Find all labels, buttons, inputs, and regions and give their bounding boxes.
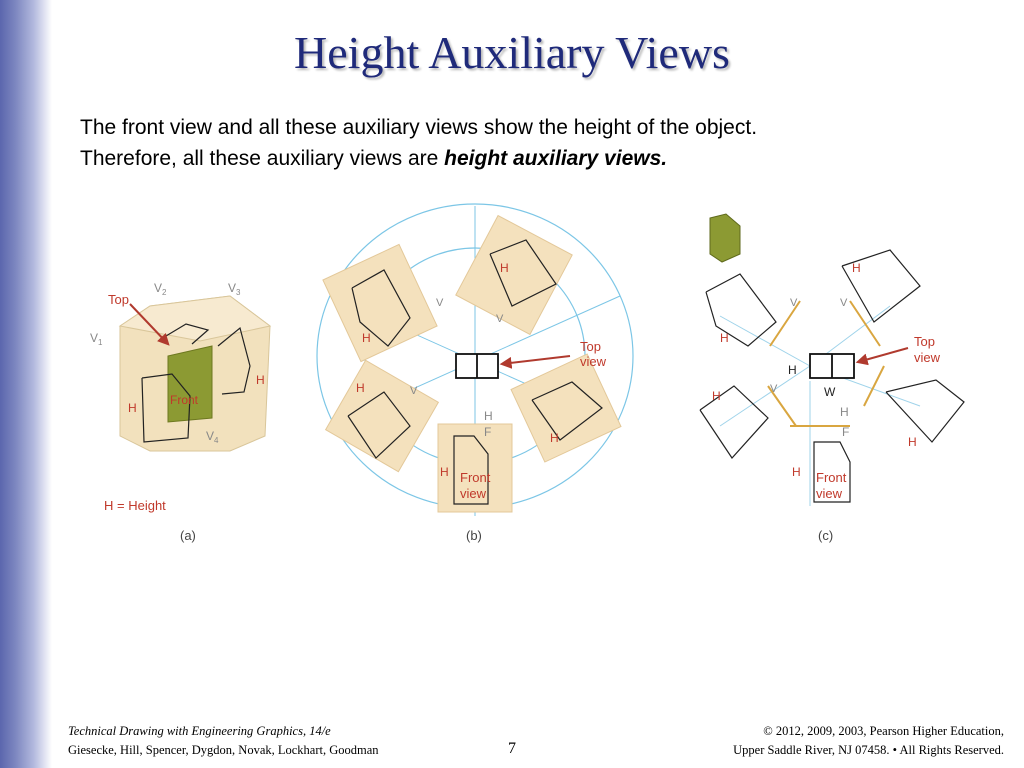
object-outline-right bbox=[217, 326, 251, 395]
a-label-v1: V1 bbox=[90, 331, 103, 347]
aux-c-tl-outline bbox=[705, 273, 777, 347]
footer-book-title: Technical Drawing with Engineering Graph… bbox=[68, 724, 331, 738]
b-label-v-3: V bbox=[410, 385, 418, 397]
aux-b-r-outline bbox=[531, 381, 603, 441]
c-proj-3 bbox=[719, 365, 811, 427]
c-label-h-l: H bbox=[712, 389, 721, 403]
hex-top-face bbox=[118, 295, 272, 342]
aux-c-l-outline bbox=[699, 385, 769, 459]
front-view-b-outline bbox=[453, 435, 489, 505]
a-label-v4: V4 bbox=[206, 429, 219, 445]
b-label-f: F bbox=[484, 425, 491, 439]
footer-authors: Giesecke, Hill, Spencer, Dygdon, Novak, … bbox=[68, 743, 379, 757]
body-line-2-emphasis: height auxiliary views. bbox=[444, 147, 668, 170]
side-gradient-bar bbox=[0, 0, 52, 768]
c-fold-4 bbox=[863, 365, 885, 407]
b-label-front-view: view bbox=[460, 486, 487, 501]
c-fold-3 bbox=[767, 385, 797, 427]
a-caption: (a) bbox=[180, 528, 196, 543]
c-label-front-view: view bbox=[816, 486, 843, 501]
c-top-arrow bbox=[855, 347, 909, 366]
front-face bbox=[167, 345, 213, 423]
c-label-front: Front bbox=[816, 470, 847, 485]
aux-view-b-left bbox=[324, 359, 440, 473]
c-label-view: view bbox=[914, 350, 941, 365]
a-v2-letter: V bbox=[154, 281, 162, 295]
a-legend: H = Height bbox=[104, 498, 166, 513]
auxiliary-views-figure: Top V1 V2 V3 V4 Front H H H = Height (a)… bbox=[90, 203, 965, 543]
aux-b-tr-outline bbox=[489, 239, 557, 307]
c-label-h-r: H bbox=[908, 435, 917, 449]
aux-view-b-topleft bbox=[322, 243, 438, 363]
a-v3-sub: 3 bbox=[236, 288, 241, 297]
aux-view-b-right bbox=[510, 353, 622, 463]
a-v1-letter: V bbox=[90, 331, 98, 345]
figure-a: Top V1 V2 V3 V4 Front H H H = Height (a) bbox=[90, 281, 272, 543]
body-line-1: The front view and all these auxiliary v… bbox=[80, 116, 758, 139]
c-fold-1 bbox=[769, 300, 801, 347]
a-v3-letter: V bbox=[228, 281, 236, 295]
a-v4-letter: V bbox=[206, 429, 214, 443]
c-label-v-2: V bbox=[840, 297, 848, 309]
top-arrow bbox=[129, 303, 170, 346]
object-outline-front bbox=[141, 373, 191, 443]
object-outline-top bbox=[165, 323, 210, 345]
aux-b-tl-outline bbox=[351, 269, 411, 347]
a-label-v3: V3 bbox=[228, 281, 241, 297]
c-label-v-1: V bbox=[790, 297, 798, 309]
front-view-b bbox=[437, 423, 513, 513]
a-v1-sub: 1 bbox=[98, 338, 103, 347]
page-number: 7 bbox=[508, 740, 516, 757]
aux-view-b-topright bbox=[455, 214, 573, 336]
footer-book-info: Technical Drawing with Engineering Graph… bbox=[68, 722, 379, 760]
a-label-top: Top bbox=[108, 292, 129, 307]
footer-copyright: © 2012, 2009, 2003, Pearson Higher Educa… bbox=[733, 722, 1004, 760]
b-label-h-r: H bbox=[550, 431, 559, 445]
front-view-c-outline bbox=[813, 441, 851, 503]
a-v4-sub: 4 bbox=[214, 436, 219, 445]
c-label-h-tr: H bbox=[852, 261, 861, 275]
c-label-top: Top bbox=[914, 334, 935, 349]
b-top-arrow bbox=[499, 355, 571, 369]
c-mini-object bbox=[709, 213, 741, 263]
copyright-line-1: © 2012, 2009, 2003, Pearson Higher Educa… bbox=[763, 724, 1004, 738]
c-label-f: F bbox=[842, 425, 849, 439]
b-caption: (b) bbox=[466, 528, 482, 543]
b-label-h-l: H bbox=[356, 381, 365, 395]
body-line-2-text: Therefore, all these auxiliary views are bbox=[80, 147, 445, 170]
a-label-h-left: H bbox=[128, 401, 137, 415]
b-label-h-tl: H bbox=[362, 331, 371, 345]
figure-b: Top view Front view H H F H H H H V V V … bbox=[316, 203, 634, 543]
aux-c-tr-outline bbox=[841, 249, 921, 323]
a-label-front: Front bbox=[170, 393, 199, 407]
figure-c: Top view Front view H W H F H H H H H V … bbox=[699, 213, 965, 543]
c-label-v-3: V bbox=[770, 383, 778, 395]
aux-c-r-outline bbox=[885, 379, 965, 443]
a-label-h-right: H bbox=[256, 373, 265, 387]
b-label-top: Top bbox=[580, 339, 601, 354]
c-caption: (c) bbox=[818, 528, 833, 543]
b-label-h-front: H bbox=[440, 465, 449, 479]
c-label-h-center: H bbox=[788, 363, 797, 377]
b-label-v-1: V bbox=[436, 297, 444, 309]
aux-b-l-outline bbox=[347, 391, 411, 459]
body-line-2: Therefore, all these auxiliary views are… bbox=[80, 143, 980, 174]
b-label-v-2: V bbox=[496, 313, 504, 325]
c-label-h-mid: H bbox=[840, 405, 849, 419]
b-label-view: view bbox=[580, 354, 607, 369]
c-label-w: W bbox=[824, 385, 836, 399]
a-v2-sub: 2 bbox=[162, 288, 167, 297]
b-label-front: Front bbox=[460, 470, 491, 485]
body-text: The front view and all these auxiliary v… bbox=[80, 112, 980, 174]
copyright-line-2: Upper Saddle River, NJ 07458. • All Righ… bbox=[733, 743, 1004, 757]
c-fold-2 bbox=[849, 300, 881, 347]
b-label-h-center: H bbox=[484, 409, 493, 423]
a-label-v2: V2 bbox=[154, 281, 167, 297]
c-label-h-tl: H bbox=[720, 331, 729, 345]
c-label-h-front: H bbox=[792, 465, 801, 479]
c-proj-1 bbox=[719, 315, 811, 367]
b-label-h-tr: H bbox=[500, 261, 509, 275]
slide-title: Height Auxiliary Views bbox=[294, 27, 730, 78]
